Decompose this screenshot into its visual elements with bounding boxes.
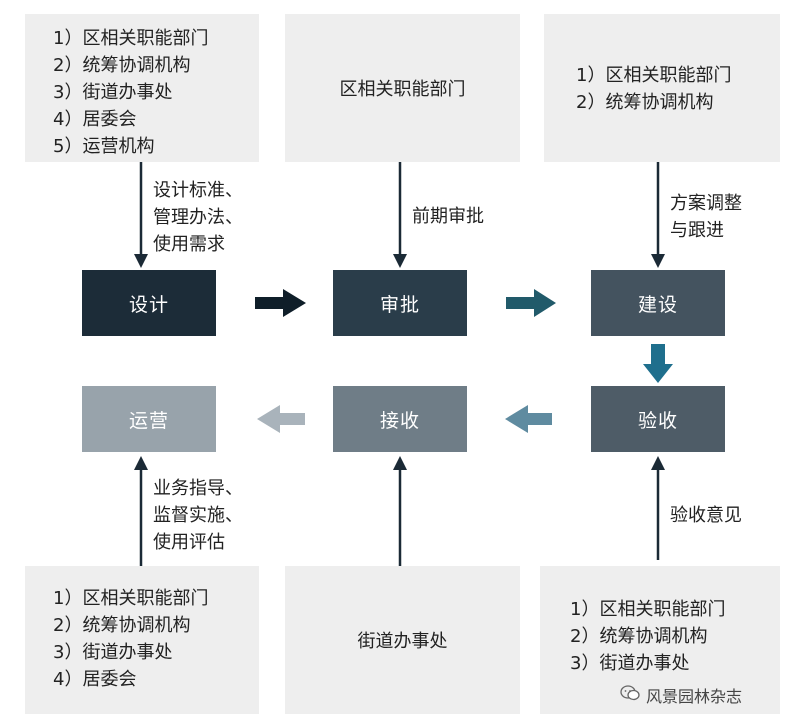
stage-label: 运营 bbox=[128, 409, 169, 432]
list-item: 3）街道办事处 bbox=[53, 642, 173, 663]
wechat-icon bbox=[620, 685, 640, 705]
stage-label: 建设 bbox=[637, 293, 678, 316]
stage-design: 设计 bbox=[82, 270, 216, 336]
connector-arrow bbox=[393, 456, 407, 566]
list-item: 2）统筹协调机构 bbox=[53, 615, 191, 636]
watermark-text: 风景园林杂志 bbox=[646, 687, 743, 706]
bottom-right-list: 1）区相关职能部门 2）统筹协调机构 3）街道办事处 bbox=[570, 596, 780, 677]
bottom-left-list: 1）区相关职能部门 2）统筹协调机构 3）街道办事处 4）居委会 bbox=[53, 585, 259, 693]
connector-arrow bbox=[651, 456, 665, 560]
list-item: 1）区相关职能部门 bbox=[570, 599, 726, 620]
watermark: 风景园林杂志 bbox=[620, 683, 742, 707]
list-item: 2）统筹协调机构 bbox=[570, 626, 708, 647]
bottom-middle-box: 街道办事处 bbox=[285, 566, 520, 714]
bottom-left-box: 1）区相关职能部门 2）统筹协调机构 3）街道办事处 4）居委会 bbox=[25, 566, 259, 714]
list-item: 1）区相关职能部门 bbox=[53, 28, 209, 49]
list-item: 4）居委会 bbox=[53, 669, 137, 690]
connector-arrow bbox=[134, 456, 148, 566]
list-item: 5）运营机构 bbox=[53, 136, 155, 157]
stage-label: 验收 bbox=[637, 409, 678, 432]
top-right-list: 1）区相关职能部门 2）统筹协调机构 bbox=[576, 62, 780, 116]
top-left-box: 1）区相关职能部门 2）统筹协调机构 3）街道办事处 4）居委会 5）运营机构 bbox=[25, 14, 259, 162]
stage-acceptance: 验收 bbox=[591, 386, 725, 452]
note-line: 设计标准、 bbox=[153, 180, 243, 201]
list-item: 4）居委会 bbox=[53, 109, 137, 130]
top-middle-box: 区相关职能部门 bbox=[285, 14, 520, 162]
note-line: 验收意见 bbox=[670, 505, 742, 526]
top-left-list: 1）区相关职能部门 2）统筹协调机构 3）街道办事处 4）居委会 5）运营机构 bbox=[53, 25, 259, 160]
stage-approval: 审批 bbox=[333, 270, 467, 336]
note-acceptance: 验收意见 bbox=[670, 502, 742, 529]
stage-construction: 建设 bbox=[591, 270, 725, 336]
note-line: 监督实施、 bbox=[153, 505, 243, 526]
bottom-right-box: 1）区相关职能部门 2）统筹协调机构 3）街道办事处 bbox=[540, 566, 780, 714]
note-line: 方案调整 bbox=[670, 193, 742, 214]
connector-arrow bbox=[393, 162, 407, 268]
list-item: 2）统筹协调机构 bbox=[53, 55, 191, 76]
note-design: 设计标准、 管理办法、 使用需求 bbox=[153, 177, 243, 258]
note-approval: 前期审批 bbox=[412, 203, 484, 230]
top-middle-text: 区相关职能部门 bbox=[339, 79, 466, 100]
top-right-box: 1）区相关职能部门 2）统筹协调机构 bbox=[544, 14, 780, 162]
note-operation: 业务指导、 监督实施、 使用评估 bbox=[153, 475, 243, 556]
note-line: 使用需求 bbox=[153, 234, 225, 255]
list-item: 1）区相关职能部门 bbox=[53, 588, 209, 609]
connector-arrow bbox=[651, 162, 665, 268]
note-line: 使用评估 bbox=[153, 532, 225, 553]
stage-label: 审批 bbox=[379, 293, 420, 316]
stage-operation: 运营 bbox=[82, 386, 216, 452]
stage-label: 接收 bbox=[379, 409, 420, 432]
note-line: 业务指导、 bbox=[153, 478, 243, 499]
flow-arrow-construction-acceptance bbox=[643, 344, 673, 383]
connector-arrow bbox=[134, 162, 148, 268]
note-line: 与跟进 bbox=[670, 220, 724, 241]
flow-arrow-acceptance-handover bbox=[505, 405, 552, 433]
list-item: 1）区相关职能部门 bbox=[576, 65, 732, 86]
stage-label: 设计 bbox=[128, 293, 169, 316]
list-item: 3）街道办事处 bbox=[53, 82, 173, 103]
flow-arrow-approval-construction bbox=[506, 289, 556, 317]
stage-handover: 接收 bbox=[333, 386, 467, 452]
list-item: 3）街道办事处 bbox=[570, 653, 690, 674]
flow-arrow-handover-operation bbox=[257, 405, 305, 433]
note-line: 管理办法、 bbox=[153, 207, 243, 228]
bottom-middle-text: 街道办事处 bbox=[357, 631, 448, 652]
list-item: 2）统筹协调机构 bbox=[576, 92, 714, 113]
note-construction: 方案调整 与跟进 bbox=[670, 190, 742, 244]
note-line: 前期审批 bbox=[412, 206, 484, 227]
flow-arrow-design-approval bbox=[255, 289, 306, 317]
